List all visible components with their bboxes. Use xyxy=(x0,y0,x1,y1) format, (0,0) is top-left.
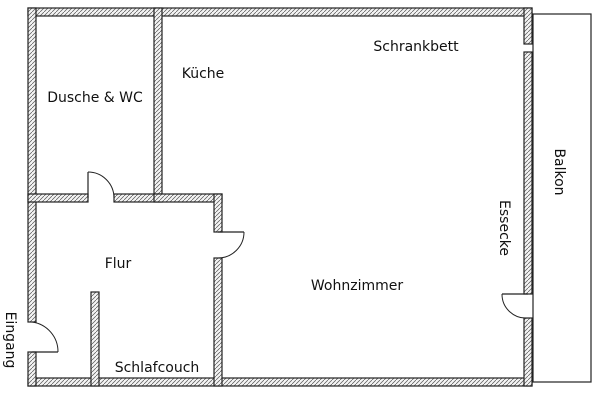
balcony-outline xyxy=(532,13,592,383)
outer-wall-right-lower xyxy=(523,317,533,387)
wall-bathroom-bottom-left xyxy=(27,193,89,203)
outer-wall-left-upper xyxy=(27,7,37,323)
wall-stub xyxy=(90,291,100,387)
wall-hallway-right-lower xyxy=(213,257,223,387)
label-entrance: Eingang xyxy=(2,312,18,369)
outer-wall-right-upper xyxy=(523,7,533,45)
label-balcony: Balkon xyxy=(551,148,567,195)
label-dining-corner: Essecke xyxy=(496,200,512,256)
entrance-door[interactable] xyxy=(31,321,59,353)
living-room-door[interactable] xyxy=(217,231,245,259)
label-wardrobe-bed: Schrankbett xyxy=(373,39,459,55)
label-living-room: Wohnzimmer xyxy=(311,278,403,294)
label-hallway: Flur xyxy=(105,256,132,272)
wall-hallway-top xyxy=(153,193,223,203)
label-shower-wc: Dusche & WC xyxy=(47,90,143,106)
wall-bathroom-right xyxy=(153,7,163,197)
wall-hallway-right-upper xyxy=(213,193,223,233)
label-sofa-bed: Schlafcouch xyxy=(115,360,200,376)
outer-wall-bottom xyxy=(27,377,533,387)
label-kitchen: Küche xyxy=(182,66,225,82)
outer-wall-top xyxy=(27,7,533,17)
outer-wall-left-lower xyxy=(27,351,37,387)
bathroom-door[interactable] xyxy=(87,171,115,199)
balcony-door[interactable] xyxy=(501,293,529,319)
outer-wall-right-middle xyxy=(523,51,533,295)
